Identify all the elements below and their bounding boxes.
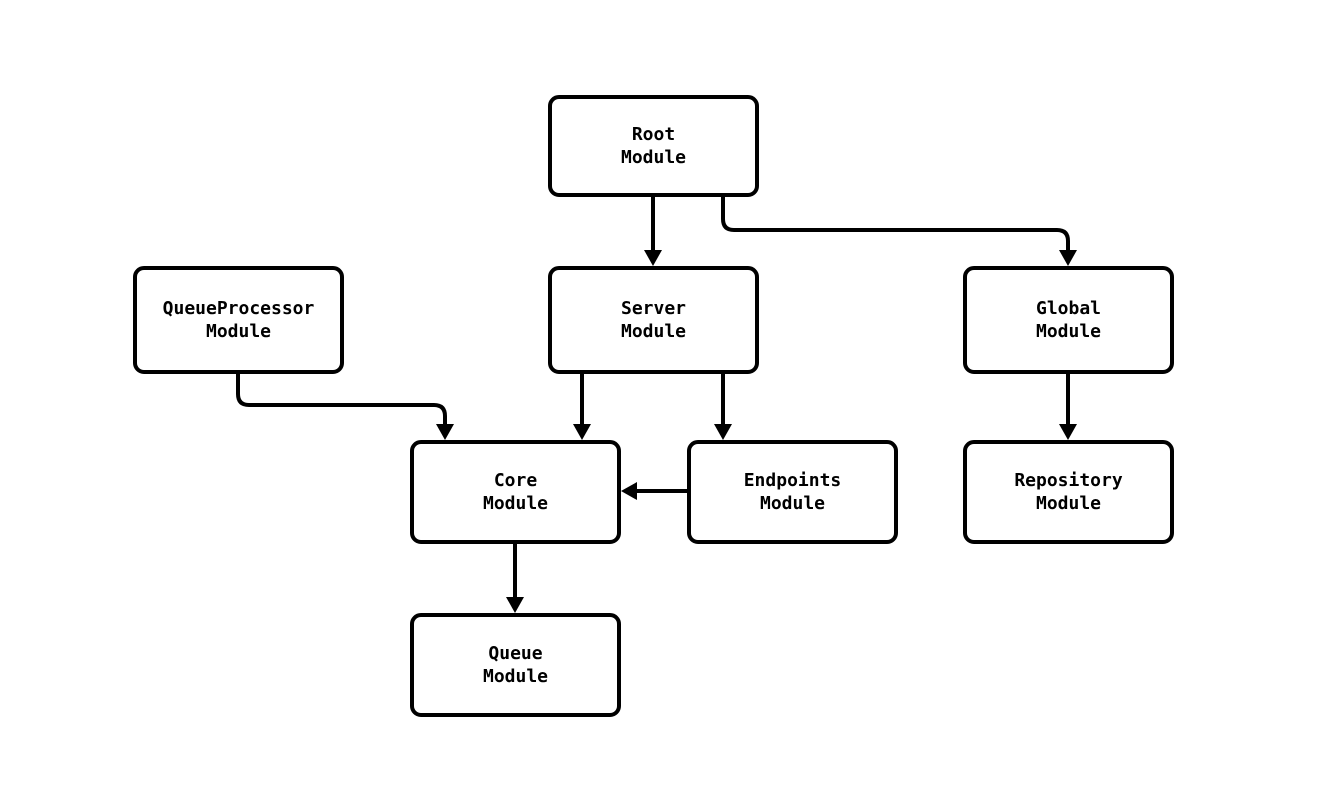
arrowhead-queueprocessor-core	[436, 424, 454, 440]
node-server[interactable]: Server Module	[548, 266, 759, 374]
node-repository-line2: Module	[1035, 493, 1102, 514]
node-global[interactable]: Global Module	[963, 266, 1174, 374]
edge-root-global	[721, 197, 1070, 250]
node-server-line2: Module	[620, 321, 687, 342]
node-repository[interactable]: Repository Module	[963, 440, 1174, 544]
node-queue-line1: Queue	[488, 643, 543, 664]
arrowhead-root-global	[1059, 250, 1077, 266]
node-core[interactable]: Core Module	[410, 440, 621, 544]
arrowhead-server-core	[573, 424, 591, 440]
edge-queueprocessor-core	[236, 374, 447, 424]
node-core-line2: Module	[482, 493, 549, 514]
node-queueprocessor-line1: QueueProcessor	[162, 298, 315, 319]
node-root-line1: Root	[631, 124, 676, 145]
arrowhead-endpoints-core	[621, 482, 637, 500]
arrowhead-global-repository	[1059, 424, 1077, 440]
node-global-line2: Module	[1035, 321, 1102, 342]
node-queueprocessor[interactable]: QueueProcessor Module	[133, 266, 344, 374]
node-queue[interactable]: Queue Module	[410, 613, 621, 717]
arrowhead-core-queue	[506, 597, 524, 613]
node-queue-line2: Module	[482, 666, 549, 687]
node-endpoints-line2: Module	[759, 493, 826, 514]
node-endpoints[interactable]: Endpoints Module	[687, 440, 898, 544]
arrowhead-root-server	[644, 250, 662, 266]
node-repository-line1: Repository	[1014, 470, 1123, 491]
node-core-line1: Core	[493, 470, 538, 491]
node-global-line1: Global	[1035, 298, 1102, 319]
node-server-line1: Server	[620, 298, 687, 319]
node-queueprocessor-line2: Module	[205, 321, 272, 342]
node-root-line2: Module	[620, 147, 687, 168]
node-endpoints-line1: Endpoints	[743, 470, 842, 491]
arrowhead-server-endpoints	[714, 424, 732, 440]
node-root[interactable]: Root Module	[548, 95, 759, 197]
